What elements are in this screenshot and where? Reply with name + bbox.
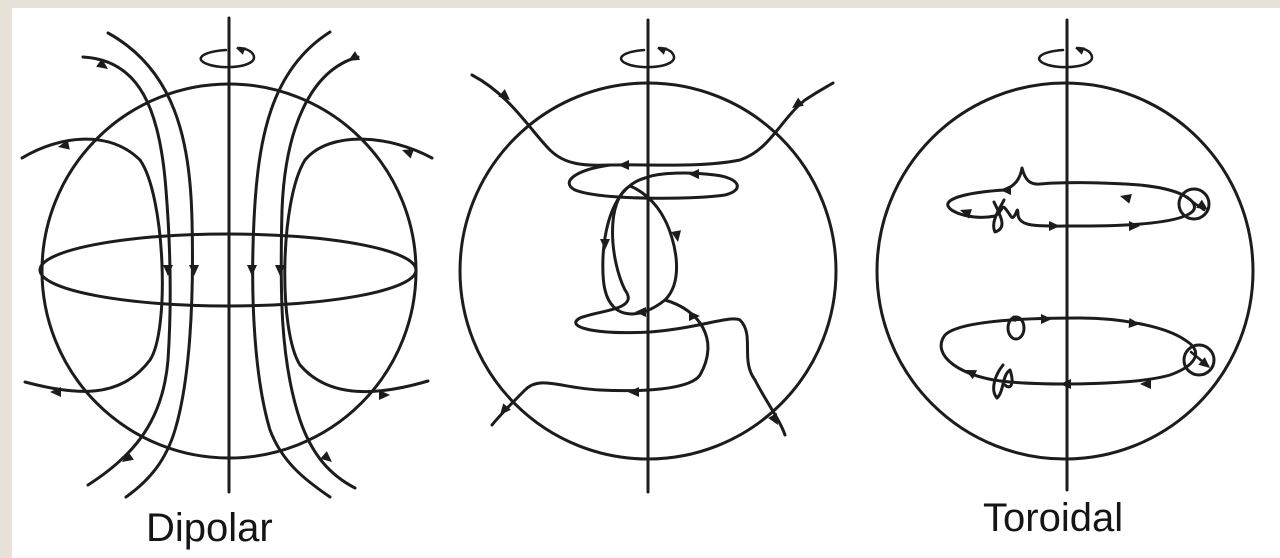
toroidal-sphere-outline [877,83,1253,459]
dipolar-panel [22,18,432,497]
dipolar-caption: Dipolar [146,508,273,548]
mixed-panel [460,20,836,492]
toroidal-lower-loop [941,317,1214,398]
dipolar-field-lines [22,32,432,497]
toroidal-upper-loop [948,168,1209,232]
dipolar-rotation-arrow [201,44,254,67]
toroidal-caption: Toroidal [983,498,1123,538]
toroidal-panel [877,20,1253,490]
